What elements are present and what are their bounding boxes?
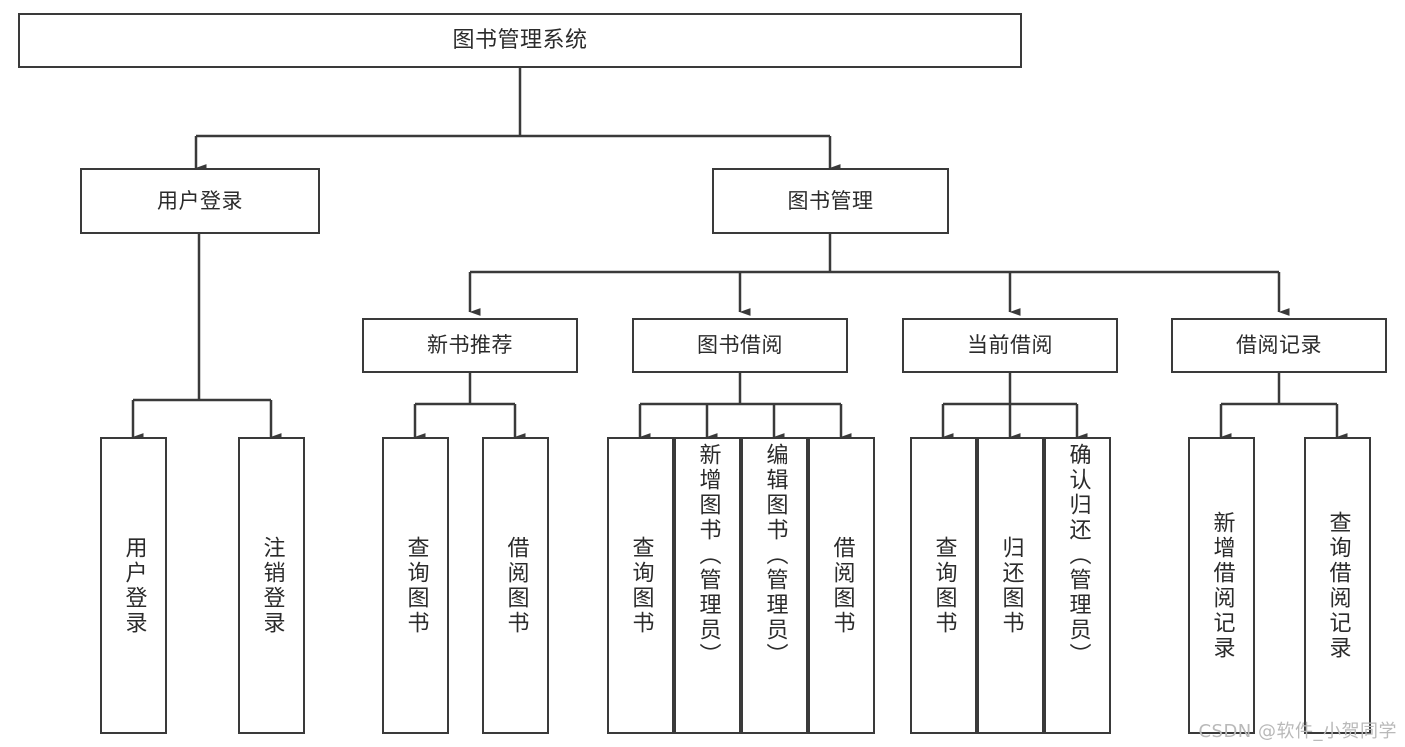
node-user-login-label: 用户登录: [157, 188, 243, 213]
node-user-login[interactable]: 用户登录: [80, 168, 320, 234]
node-leaf-borrow-book-1-label: 借阅图书: [503, 535, 529, 636]
node-leaf-add-record-label: 新增借阅记录: [1209, 510, 1235, 661]
node-leaf-borrow-book-2[interactable]: 借阅图书: [808, 437, 875, 734]
node-new-book-recommend-label: 新书推荐: [427, 333, 513, 358]
node-current-borrow[interactable]: 当前借阅: [902, 318, 1118, 373]
node-borrow-record[interactable]: 借阅记录: [1171, 318, 1387, 373]
node-new-book-recommend[interactable]: 新书推荐: [362, 318, 578, 373]
node-leaf-return-book-label: 归还图书: [998, 535, 1024, 636]
node-current-borrow-label: 当前借阅: [967, 333, 1053, 358]
node-leaf-confirm-return-label: 确认归还（管理员）: [1065, 443, 1091, 668]
node-leaf-query-book-3-label: 查询图书: [931, 535, 957, 636]
node-book-borrow-label: 图书借阅: [697, 333, 783, 358]
node-leaf-return-book[interactable]: 归还图书: [977, 437, 1044, 734]
node-root-label: 图书管理系统: [452, 27, 588, 53]
node-leaf-edit-book[interactable]: 编辑图书（管理员）: [741, 437, 808, 734]
node-leaf-query-book-2[interactable]: 查询图书: [607, 437, 674, 734]
node-leaf-borrow-book-2-label: 借阅图书: [829, 535, 855, 636]
node-leaf-user-login[interactable]: 用户登录: [100, 437, 167, 734]
node-leaf-confirm-return[interactable]: 确认归还（管理员）: [1044, 437, 1111, 734]
node-leaf-add-book-label: 新增图书（管理员）: [695, 443, 721, 668]
node-leaf-query-book-2-label: 查询图书: [628, 535, 654, 636]
node-leaf-borrow-book-1[interactable]: 借阅图书: [482, 437, 549, 734]
node-root[interactable]: 图书管理系统: [18, 13, 1022, 68]
node-leaf-edit-book-label: 编辑图书（管理员）: [762, 443, 788, 668]
node-leaf-query-record[interactable]: 查询借阅记录: [1304, 437, 1371, 734]
node-leaf-query-book-1-label: 查询图书: [403, 535, 429, 636]
node-leaf-query-book-3[interactable]: 查询图书: [910, 437, 977, 734]
node-book-management[interactable]: 图书管理: [712, 168, 949, 234]
node-leaf-user-login-label: 用户登录: [121, 535, 147, 636]
node-leaf-user-logout[interactable]: 注销登录: [238, 437, 305, 734]
node-book-borrow[interactable]: 图书借阅: [632, 318, 848, 373]
node-leaf-add-book[interactable]: 新增图书（管理员）: [674, 437, 741, 734]
node-leaf-query-record-label: 查询借阅记录: [1325, 510, 1351, 661]
csdn-watermark: CSDN @软件_小贺同学: [1198, 721, 1397, 742]
node-book-management-label: 图书管理: [787, 188, 874, 213]
node-borrow-record-label: 借阅记录: [1236, 333, 1322, 358]
node-leaf-query-book-1[interactable]: 查询图书: [382, 437, 449, 734]
node-leaf-add-record[interactable]: 新增借阅记录: [1188, 437, 1255, 734]
node-leaf-user-logout-label: 注销登录: [259, 535, 285, 636]
